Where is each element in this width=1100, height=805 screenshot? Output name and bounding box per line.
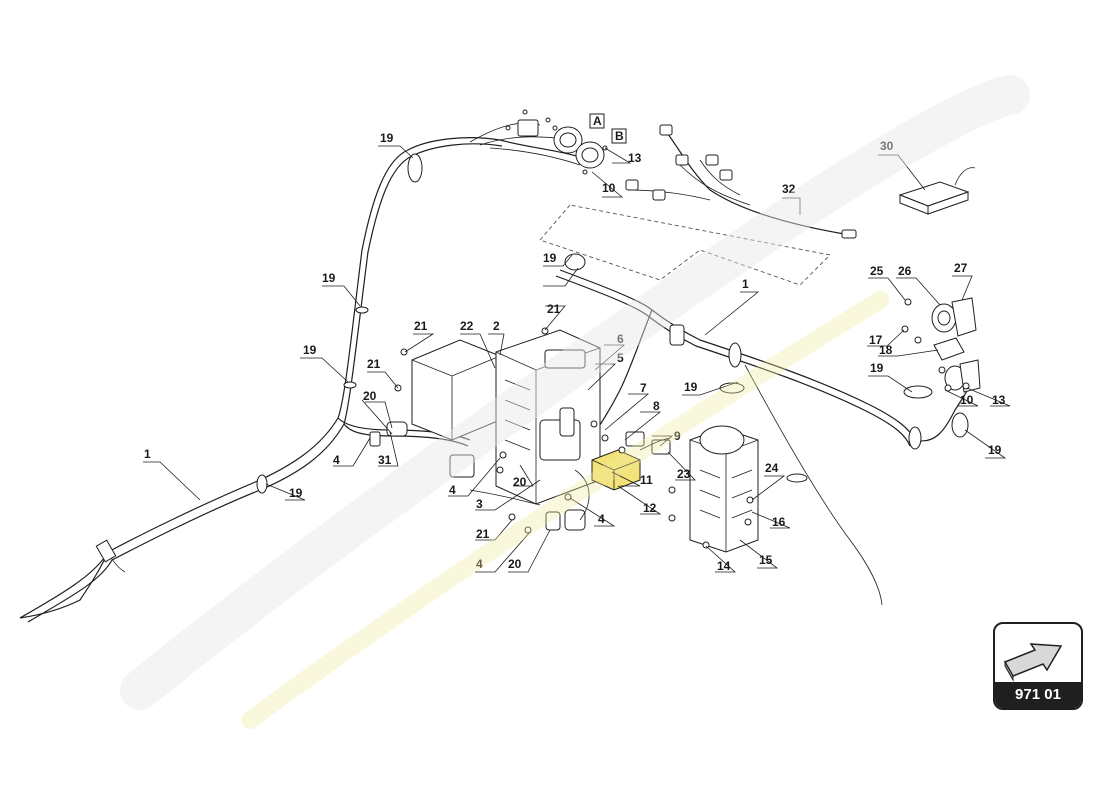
callout-12: 12	[643, 501, 657, 515]
reference-code: 971 01	[995, 682, 1081, 708]
callout-20: 20	[508, 557, 522, 571]
sub-harness-32	[625, 124, 857, 239]
callout-21: 21	[547, 302, 561, 316]
callout-21: 21	[476, 527, 490, 541]
callout-9: 9	[674, 429, 681, 443]
callout-10: 10	[602, 181, 616, 195]
callout-2: 2	[493, 319, 500, 333]
callout-11: 11	[640, 473, 653, 487]
box-label-a: A	[593, 114, 602, 128]
callout-23: 23	[677, 467, 691, 481]
callout-17: 17	[869, 333, 883, 347]
callout-15: 15	[759, 553, 773, 567]
callout-1: 1	[144, 447, 151, 461]
callout-21: 21	[367, 357, 381, 371]
callout-8: 8	[653, 399, 660, 413]
right-brackets	[901, 297, 981, 393]
callout-32: 32	[782, 182, 796, 196]
callout-3: 3	[476, 497, 483, 511]
callout-19: 19	[988, 443, 1002, 457]
callout-4: 4	[333, 453, 340, 467]
callout-20: 20	[363, 389, 377, 403]
callout-19: 19	[289, 486, 303, 500]
callout-4: 4	[449, 483, 456, 497]
box-label-b: B	[615, 129, 624, 143]
callout-13: 13	[628, 151, 642, 165]
callout-13: 13	[992, 393, 1006, 407]
callout-labels: 19 19 19 19 19 19 19 19 10 13 32 30 1 1 …	[144, 114, 1006, 573]
callout-16: 16	[772, 515, 786, 529]
callout-18: 18	[879, 343, 893, 357]
ecu-assembly	[369, 327, 601, 534]
callout-19: 19	[322, 271, 336, 285]
callout-14: 14	[717, 559, 731, 573]
callout-21: 21	[414, 319, 428, 333]
callout-19: 19	[543, 251, 557, 265]
callout-4: 4	[598, 512, 605, 526]
leader-lines	[143, 145, 1011, 573]
callout-30: 30	[880, 139, 894, 153]
callout-19: 19	[684, 380, 698, 394]
reference-code-box: 971 01	[993, 622, 1083, 710]
callout-24: 24	[765, 461, 779, 475]
dashed-outline	[539, 204, 831, 286]
callout-26: 26	[898, 264, 912, 278]
callout-25: 25	[870, 264, 884, 278]
callout-19: 19	[303, 343, 317, 357]
callout-19: 19	[870, 361, 884, 375]
callout-22: 22	[460, 319, 474, 333]
callout-7: 7	[640, 381, 647, 395]
connector-cluster	[505, 109, 627, 175]
view-arrow-icon	[1003, 643, 1063, 682]
callout-6: 6	[617, 332, 624, 346]
callout-4: 4	[476, 557, 483, 571]
callout-5: 5	[617, 351, 624, 365]
callout-20: 20	[513, 475, 527, 489]
callout-1: 1	[742, 277, 749, 291]
callout-19: 19	[380, 131, 394, 145]
callout-10: 10	[960, 393, 974, 407]
fuse-box	[689, 425, 759, 553]
module-30	[898, 167, 976, 215]
callout-27: 27	[954, 261, 968, 275]
callout-31: 31	[378, 453, 392, 467]
